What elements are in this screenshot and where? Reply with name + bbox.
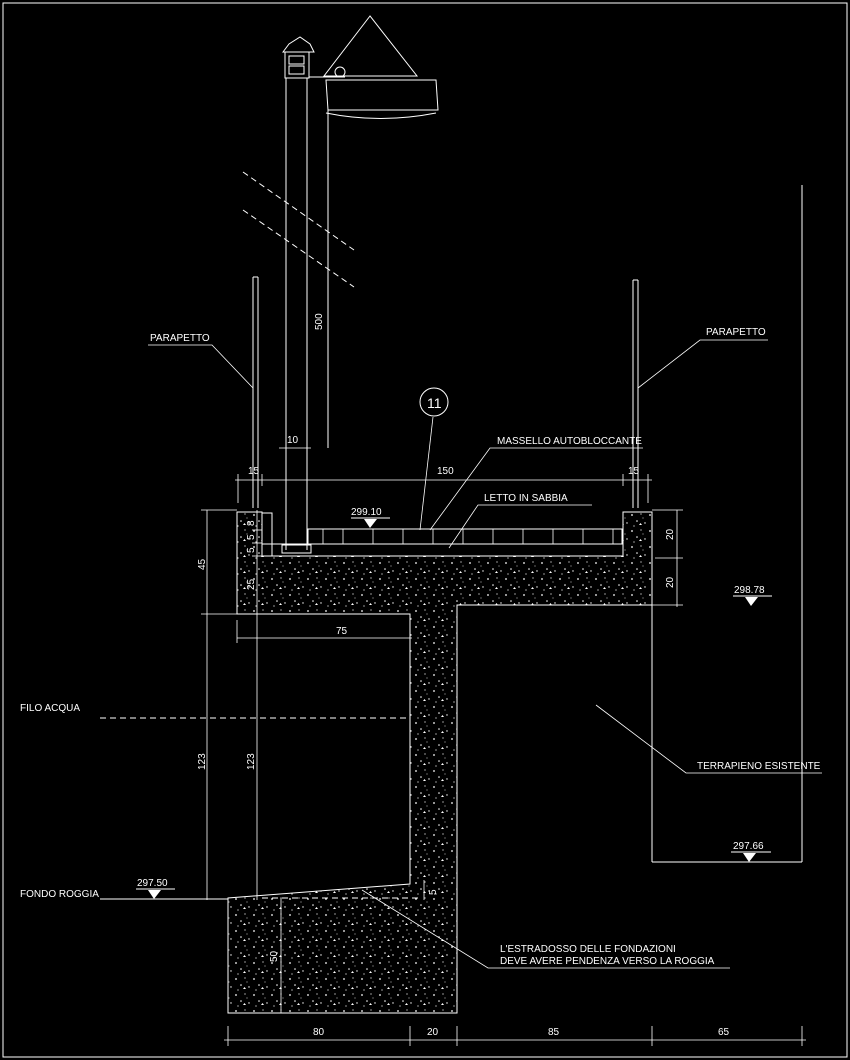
dim-left-5b: 5	[246, 547, 257, 553]
elev-deck: 299.10	[351, 507, 382, 518]
paving-blocks	[261, 512, 624, 557]
leader-letto	[448, 504, 592, 549]
right-dimension-lines	[652, 509, 683, 607]
dim-wall-inner: 123	[246, 753, 257, 770]
street-lamp	[282, 15, 439, 119]
dim-top-center: 150	[437, 466, 454, 477]
elev-right-bottom: 297.66	[733, 841, 764, 852]
label-letto: LETTO IN SABBIA	[484, 493, 568, 504]
dim-left-5a: 5	[246, 534, 257, 540]
dim-left-total: 45	[197, 558, 208, 570]
label-massello: MASSELLO AUTOBLOCCANTE	[497, 436, 642, 447]
elev-right-top-marker	[745, 597, 758, 606]
label-parapetto-right: PARAPETTO	[706, 327, 766, 338]
dim-pole-width: 10	[287, 435, 299, 446]
wall-height-dims	[206, 614, 258, 900]
label-terrapieno: TERRAPIENO ESISTENTE	[697, 761, 821, 772]
callout-circle	[419, 387, 449, 417]
dim-right-20b: 20	[665, 576, 676, 588]
leader-estradosso	[361, 889, 730, 969]
parapet-right	[632, 279, 639, 508]
bottom-dimension-line	[224, 1026, 806, 1046]
left-dimension-lines	[201, 509, 262, 615]
leader-massello	[429, 447, 643, 531]
lamp-pole	[242, 78, 355, 554]
label-filo-acqua: FILO ACQUA	[20, 703, 80, 714]
elev-right-top: 298.78	[734, 585, 765, 596]
dim-bottom-20: 20	[427, 1027, 439, 1038]
callout-leader	[419, 416, 434, 531]
label-estradosso-2: DEVE AVERE PENDENZA VERSO LA ROGGIA	[500, 956, 715, 967]
leader-terrapieno	[595, 704, 822, 774]
elev-channel: 297.50	[137, 878, 168, 889]
dim-slope: 5	[428, 889, 439, 895]
label-parapetto-left: PARAPETTO	[150, 333, 210, 344]
label-fondo-roggia: FONDO ROGGIA	[20, 889, 99, 900]
dim-bottom-65: 65	[718, 1027, 730, 1038]
dim-bottom-85: 85	[548, 1027, 560, 1038]
top-dimension-line	[235, 474, 652, 503]
dim-cantilever-line	[236, 620, 412, 643]
label-estradosso-1: L'ESTRADOSSO DELLE FONDAZIONI	[500, 944, 676, 955]
parapet-left	[252, 276, 259, 508]
dim-pole-height: 500	[314, 313, 325, 330]
embankment	[651, 185, 803, 863]
leader-parapetto-left	[148, 344, 254, 389]
dim-top-right: 15	[628, 466, 640, 477]
dim-bottom-80: 80	[313, 1027, 325, 1038]
dim-right-20a: 20	[665, 528, 676, 540]
callout-number: 11	[427, 395, 442, 411]
elev-channel-marker	[148, 890, 161, 899]
dim-wall-outer: 123	[197, 753, 208, 770]
leader-parapetto-right	[637, 339, 768, 389]
elev-deck-marker	[364, 519, 377, 528]
dim-cantilever: 75	[336, 626, 348, 637]
dim-top-left: 15	[248, 466, 260, 477]
elev-right-bottom-marker	[743, 853, 756, 862]
dim-footing: 50	[269, 950, 280, 962]
dim-left-25: 25	[246, 578, 257, 590]
dim-left-8: 8	[246, 520, 257, 526]
